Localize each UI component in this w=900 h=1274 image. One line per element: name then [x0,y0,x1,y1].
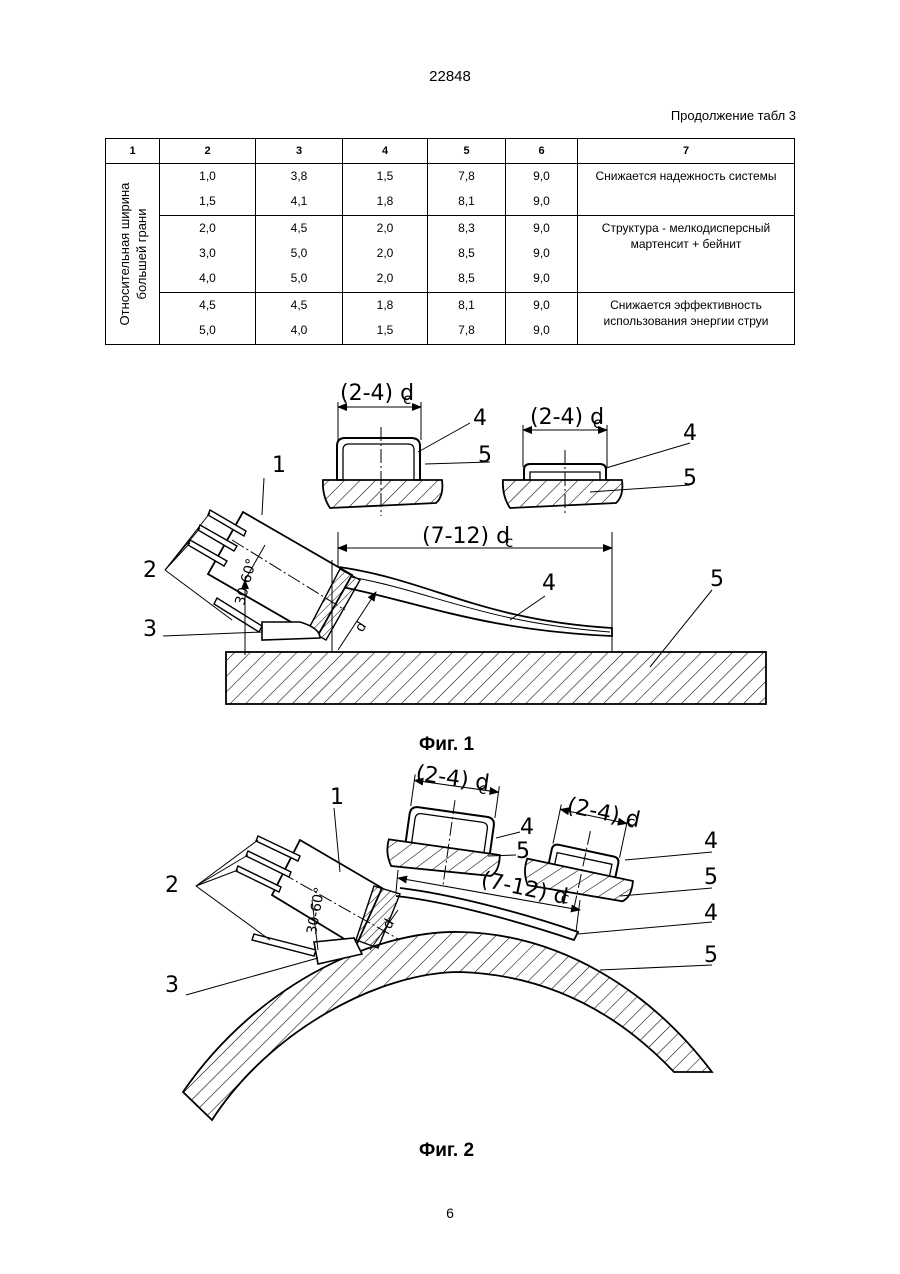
callout-4: 4 [704,829,718,854]
callout-1: 1 [272,453,286,478]
callout-4: 4 [704,901,718,926]
callout-4: 4 [473,406,487,431]
figure-caption: Фиг. 2 [419,1140,474,1161]
callout-5: 5 [704,943,718,968]
callout-5: 5 [710,567,724,592]
callout-1: 1 [330,785,344,810]
callout-5: 5 [478,443,492,468]
figure-caption: Фиг. 1 [419,734,474,755]
callout-3: 3 [165,973,179,998]
callout-5: 5 [704,865,718,890]
dimension-label: (7-12) d [422,524,510,549]
callout-5: 5 [683,466,697,491]
curved-workpiece [183,932,712,1120]
cross-section-right [503,425,690,514]
callout-2: 2 [143,558,157,583]
base-plate [226,652,766,704]
dimension-subscript: c [403,390,411,408]
torch-body [262,840,400,948]
dc-label: d [352,619,370,635]
callout-2: 2 [165,873,179,898]
page-number: 6 [0,1205,900,1221]
callout-4: 4 [520,815,534,840]
figure-1 [163,402,766,704]
torch-body [208,512,360,640]
callout-5: 5 [516,839,530,864]
deposited-layer [337,567,612,636]
callout-4: 4 [683,421,697,446]
callout-3: 3 [143,617,157,642]
dimension-subscript: c [505,533,513,551]
dimension-subscript: c [593,414,601,432]
callout-4: 4 [542,571,556,596]
cross-section-left [323,402,490,516]
